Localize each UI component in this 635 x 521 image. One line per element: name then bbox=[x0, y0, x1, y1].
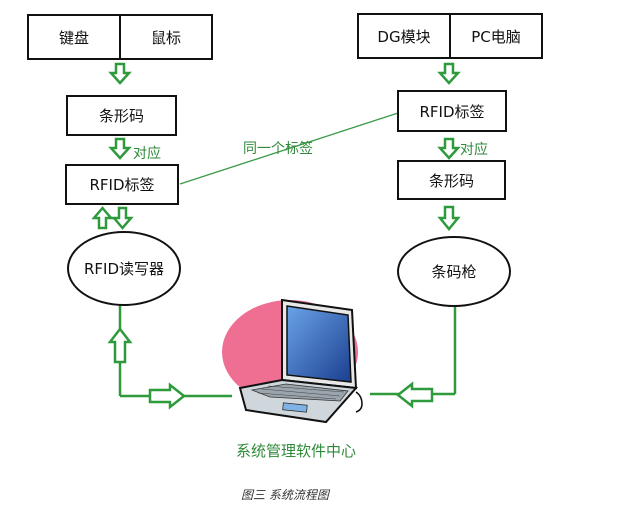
right-arrow-into-laptop bbox=[148, 382, 187, 410]
left-correspond-label: 对应 bbox=[133, 146, 161, 162]
down-arrow-pc-to-rfid bbox=[437, 62, 461, 85]
down-arrow-rfid-to-barcode bbox=[437, 137, 461, 160]
down-arrow-barcode-to-scanner bbox=[437, 205, 461, 231]
pc-label: PC电脑 bbox=[449, 15, 541, 57]
dg-pc-box: DG模块 PC电脑 bbox=[357, 13, 543, 59]
laptop-icon bbox=[238, 298, 363, 424]
up-arrow-into-reader bbox=[107, 326, 133, 364]
left-barcode-box: 条形码 bbox=[66, 95, 177, 136]
up-arrow-reader-to-rfid bbox=[91, 206, 114, 230]
system-center-label: 系统管理软件中心 bbox=[236, 442, 357, 460]
right-barcode-box: 条形码 bbox=[397, 160, 506, 200]
rfid-reader-ellipse: RFID读写器 bbox=[67, 231, 181, 306]
mouse-label: 鼠标 bbox=[119, 16, 211, 58]
same-tag-link-line bbox=[179, 112, 399, 185]
down-arrow-barcode-to-rfid bbox=[108, 137, 132, 160]
keyboard-mouse-box: 键盘 鼠标 bbox=[27, 14, 213, 60]
left-rfid-tag-box: RFID标签 bbox=[65, 164, 179, 205]
down-arrow-rfid-to-reader bbox=[111, 206, 134, 230]
right-correspond-label: 对应 bbox=[460, 142, 488, 158]
figure-caption: 图三 系统流程图 bbox=[241, 488, 329, 502]
dg-module-label: DG模块 bbox=[377, 27, 431, 46]
barcode-scanner-ellipse: 条码枪 bbox=[397, 236, 511, 307]
keyboard-label: 键盘 bbox=[58, 28, 89, 47]
same-tag-label: 同一个标签 bbox=[243, 141, 313, 157]
down-arrow-keyboard-to-barcode bbox=[108, 62, 132, 85]
left-arrow-into-laptop bbox=[395, 381, 434, 409]
right-rfid-tag-box: RFID标签 bbox=[397, 90, 507, 132]
